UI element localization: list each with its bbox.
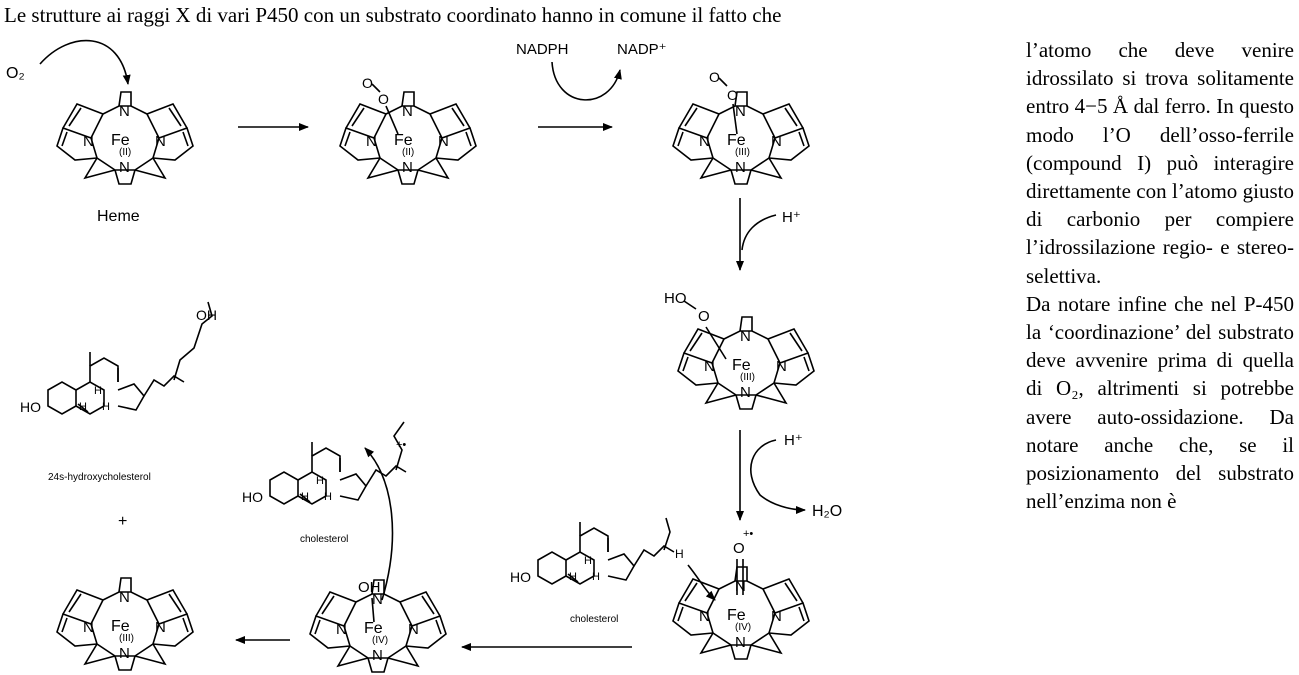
svg-text:Fe: Fe <box>732 357 751 374</box>
h-plus-1: H⁺ <box>782 209 801 226</box>
oxo-label: O <box>733 540 745 557</box>
heme-1-n-top: N <box>119 103 130 120</box>
svg-text:N: N <box>402 103 413 120</box>
heme-7: Fe (III) N N N N <box>56 577 194 671</box>
svg-text:N: N <box>776 358 787 375</box>
heme-1-n-bottom: N <box>119 159 130 176</box>
h-abstraction-arrow <box>687 564 716 601</box>
svg-text:H: H <box>675 547 684 561</box>
svg-text:O: O <box>727 87 738 103</box>
rebound-arrow <box>364 447 394 601</box>
heme-1: Fe (II) N N N N <box>56 91 194 185</box>
svg-text:OH: OH <box>196 307 217 323</box>
svg-text:H: H <box>316 475 324 487</box>
h-plus-2-curve <box>750 439 806 514</box>
plus-sign: + <box>118 513 127 530</box>
radical-cation: +• <box>743 528 753 540</box>
svg-text:N: N <box>372 647 383 664</box>
cholesterol-1: HO H H H H cholesterol <box>510 517 684 625</box>
heme-1-fe: Fe <box>111 132 130 149</box>
paragraph-1: l’atomo che deve venire idrossilato si t… <box>1026 38 1294 288</box>
svg-text:H: H <box>584 555 592 567</box>
svg-text:O: O <box>709 69 720 85</box>
nadph-label: NADPH <box>516 41 569 58</box>
heme-6: Fe (IV) N N N N OH <box>309 579 447 673</box>
svg-text:(III): (III) <box>740 372 755 383</box>
svg-text:H: H <box>102 401 110 413</box>
svg-text:(III): (III) <box>119 633 134 644</box>
svg-text:N: N <box>372 591 383 608</box>
side-text-column: l’atomo che deve venire idrossilato si t… <box>1026 36 1294 515</box>
svg-text:N: N <box>336 621 347 638</box>
h2o-label: H₂O <box>812 503 842 520</box>
svg-text:HO: HO <box>20 399 41 415</box>
svg-text:(III): (III) <box>735 147 750 158</box>
svg-text:N: N <box>771 608 782 625</box>
svg-text:H: H <box>301 491 309 503</box>
svg-text:N: N <box>83 619 94 636</box>
svg-text:N: N <box>438 133 449 150</box>
radical-mark: +• <box>396 439 406 451</box>
svg-text:N: N <box>699 608 710 625</box>
svg-text:N: N <box>699 133 710 150</box>
svg-text:O: O <box>698 308 710 325</box>
nadph-arc-arrow <box>551 61 622 101</box>
svg-text:N: N <box>704 358 715 375</box>
heme-4: Fe (III) N N N N HO O <box>664 290 815 410</box>
heme-label: Heme <box>97 208 140 225</box>
heme-5: Fe (IV) N N N N O +• <box>672 528 810 660</box>
h-plus-1-curve <box>741 214 777 251</box>
svg-text:N: N <box>119 589 130 606</box>
heme-1-n-right: N <box>155 133 166 150</box>
svg-text:N: N <box>735 159 746 176</box>
svg-text:N: N <box>119 645 130 662</box>
svg-text:H: H <box>592 571 600 583</box>
heme-3: Fe (III) N N N N O O <box>672 69 810 185</box>
svg-text:Fe: Fe <box>394 132 413 149</box>
svg-text:(IV): (IV) <box>372 635 388 646</box>
svg-text:H: H <box>324 491 332 503</box>
svg-text:HO: HO <box>510 569 531 585</box>
svg-text:N: N <box>735 634 746 651</box>
heme-2-o: O <box>378 91 389 107</box>
h-plus-2: H⁺ <box>784 432 803 449</box>
svg-text:H: H <box>94 385 102 397</box>
heme-2-o-top: O <box>362 75 373 91</box>
heme-1-ox: (II) <box>119 147 131 158</box>
cholesterol-label-2: cholesterol <box>300 534 348 545</box>
hydroperoxo-label: HO <box>664 290 687 307</box>
svg-text:N: N <box>155 619 166 636</box>
svg-text:N: N <box>735 578 746 595</box>
cholesterol-2: HO H H H cholesterol <box>242 421 407 545</box>
nadp-label: NADP⁺ <box>617 41 667 58</box>
svg-text:HO: HO <box>242 489 263 505</box>
cholesterol-label-1: cholesterol <box>570 614 618 625</box>
heme-1-n-left: N <box>83 133 94 150</box>
product-label: 24s-hydroxycholesterol <box>48 472 151 483</box>
svg-text:N: N <box>366 133 377 150</box>
p450-catalytic-cycle-scheme: Fe (II) N N N N O₂ Heme Fe (II) N N N N … <box>6 39 842 673</box>
svg-text:Fe: Fe <box>727 607 746 624</box>
svg-text:N: N <box>771 133 782 150</box>
hydroxy-label: OH <box>358 579 381 596</box>
svg-text:N: N <box>740 328 751 345</box>
svg-text:N: N <box>740 384 751 401</box>
heme-2: Fe (II) N N N N O O <box>339 75 477 185</box>
paragraph-2: Da notare infine che nel P-450 la ‘coord… <box>1026 291 1294 514</box>
svg-text:Fe: Fe <box>727 132 746 149</box>
o2-label: O₂ <box>6 65 25 82</box>
svg-text:N: N <box>402 159 413 176</box>
svg-text:H: H <box>79 401 87 413</box>
svg-text:(II): (II) <box>402 147 414 158</box>
svg-text:H: H <box>569 571 577 583</box>
svg-text:Fe: Fe <box>111 618 130 635</box>
svg-text:N: N <box>735 103 746 120</box>
product-24s-hydroxycholesterol: HO H H H OH <box>20 301 217 415</box>
o2-binding-arrow <box>39 39 131 85</box>
svg-text:N: N <box>408 621 419 638</box>
svg-text:(IV): (IV) <box>735 622 751 633</box>
svg-text:Fe: Fe <box>364 620 383 637</box>
top-text-line: Le strutture ai raggi X di vari P450 con… <box>4 3 782 27</box>
